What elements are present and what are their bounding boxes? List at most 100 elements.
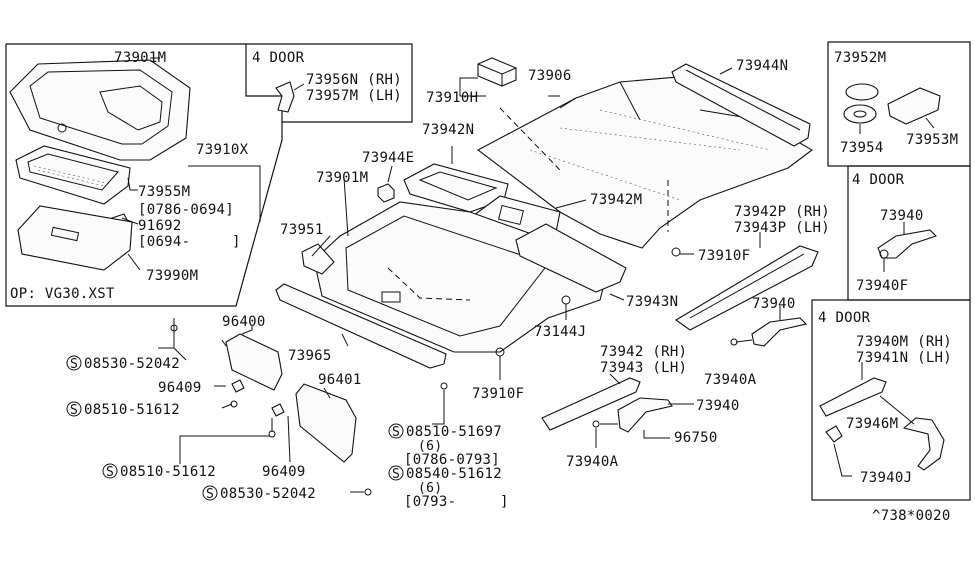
label-date-0694-close: ] — [232, 234, 241, 250]
part-73954-ring — [843, 104, 877, 124]
part-73946M-rail — [819, 377, 887, 417]
label-73910F-a: 73910F — [698, 248, 750, 264]
label-73943-lh: 73943 (LH) — [600, 360, 687, 376]
label-73941N: 73941N (LH) — [856, 350, 952, 366]
part-73940J-clip — [825, 425, 843, 443]
svg-text:S: S — [206, 487, 214, 502]
label-73901M-main: 73901M — [316, 170, 368, 186]
label-73906: 73906 — [528, 68, 572, 84]
label-08530-52042-b: 08530-52042 — [220, 486, 316, 502]
inset-4door-grip: 4 DOOR 73940 73940F — [847, 165, 971, 301]
part-73940-grip-a — [751, 317, 808, 347]
part-73940M-handle — [902, 417, 945, 471]
label-73940J: 73940J — [860, 470, 912, 486]
svg-text:S: S — [106, 465, 114, 480]
label-73910F-b: 73910F — [472, 386, 524, 402]
label-91692: 91692 — [138, 218, 182, 234]
label-73942P: 73942P (RH) — [734, 204, 830, 220]
svg-text:S: S — [70, 403, 78, 418]
label-73944N: 73944N — [736, 58, 788, 74]
label-73944E: 73944E — [362, 150, 414, 166]
label-96750: 96750 — [674, 430, 718, 446]
label-73942M: 73942M — [590, 192, 642, 208]
label-73990M: 73990M — [146, 268, 198, 284]
part-73951-rail — [301, 243, 335, 275]
part-73942-lower-rail — [541, 377, 641, 431]
main-assembly: 73910H 73906 73944N 73942N 73944E 73901M… — [275, 57, 830, 470]
label-qty-6-b: (6) — [418, 481, 442, 496]
part-73965-sill — [275, 283, 447, 369]
label-date-0786-0694: [0786-0694] — [138, 202, 234, 218]
label-73943N: 73943N — [626, 294, 678, 310]
inset-4door-c-header: 4 DOOR — [818, 310, 871, 326]
label-73952M: 73952M — [834, 50, 886, 66]
inset-4door-grab: 4 DOOR 73956N (RH) 73957M (LH) — [246, 43, 413, 123]
label-73940-a: 73940 — [752, 296, 796, 312]
label-date-0793-close: ] — [500, 494, 509, 510]
part-73940-4door-grip — [877, 229, 938, 259]
label-73953M: 73953M — [906, 132, 958, 148]
label-08530-52042-a: 08530-52042 — [84, 356, 180, 372]
label-date-0793-open: [0793- — [404, 494, 456, 510]
label-96401: 96401 — [318, 372, 362, 388]
part-73944E-pad — [377, 183, 395, 203]
label-73940A-a: 73940A — [704, 372, 757, 388]
label-73940A-b: 73940A — [566, 454, 619, 470]
label-73942-rh: 73942 (RH) — [600, 344, 687, 360]
svg-text:S: S — [392, 467, 400, 482]
label-96409-b: 96409 — [262, 464, 306, 480]
label-73946M: 73946M — [846, 416, 898, 432]
part-96401-visor — [295, 383, 357, 463]
part-96409-hinge-a — [231, 379, 245, 393]
label-qty-6-a: (6) — [418, 439, 442, 454]
label-96409-a: 96409 — [158, 380, 202, 396]
label-date-0786-0793: [0786-0793] — [404, 452, 500, 468]
label-73940-b: 73940 — [696, 398, 740, 414]
part-96400-visor — [225, 333, 283, 391]
diagram-code: ^738*0020 — [872, 508, 951, 524]
part-73942P-rail — [674, 245, 819, 331]
label-73901M-inset: 73901M — [114, 50, 166, 66]
part-73901M-sunroof-lining — [9, 59, 191, 161]
label-73965: 73965 — [288, 348, 332, 364]
label-08510-51612-b: 08510-51612 — [120, 464, 216, 480]
part-73956N-bracket — [275, 81, 295, 113]
inset-sunroof-frame — [5, 43, 283, 307]
label-73940M: 73940M (RH) — [856, 334, 952, 350]
clip-73910F-a — [671, 247, 681, 257]
S-circle-icon: S S S S S S — [66, 355, 404, 502]
inset-4door-assist: 4 DOOR 73940M (RH) 73941N (LH) 73946M 73… — [811, 299, 971, 501]
label-73951: 73951 — [280, 222, 324, 238]
inset-4door-b-header: 4 DOOR — [852, 172, 905, 188]
label-73957M: 73957M (LH) — [306, 88, 402, 104]
label-73954: 73954 — [840, 140, 884, 156]
svg-text:S: S — [392, 425, 400, 440]
label-73910H: 73910H — [426, 90, 478, 106]
label-option-note: OP: VG30.XST — [10, 286, 115, 302]
part-73943N-trim — [515, 223, 627, 293]
inset-4door-a-frame — [246, 43, 413, 123]
part-96409-hinge-b — [271, 403, 285, 417]
label-96400: 96400 — [222, 314, 266, 330]
label-73910X: 73910X — [196, 142, 249, 158]
label-73144J: 73144J — [534, 324, 586, 340]
part-73944N-rail — [671, 63, 811, 147]
label-08540-51612: 08540-51612 — [406, 466, 502, 482]
inset-4door-c-frame — [811, 299, 971, 501]
label-73940F: 73940F — [856, 278, 908, 294]
label-73943P: 73943P (LH) — [734, 220, 830, 236]
part-73940-grip-b — [617, 397, 673, 433]
inset-4door-a-header: 4 DOOR — [252, 50, 305, 66]
sun-visors: S S S S S S 96400 08530-52042 96409 0851… — [66, 314, 509, 510]
inset-sunroof: 73901M 73910X 73955M [0786-0694] 91692 [… — [5, 43, 283, 307]
svg-text:S: S — [70, 357, 78, 372]
label-73955M: 73955M — [138, 184, 190, 200]
inset-lamp: 73952M 73954 73953M — [827, 41, 971, 167]
label-08510-51612-a: 08510-51612 — [84, 402, 180, 418]
label-73956N: 73956N (RH) — [306, 72, 402, 88]
label-08510-51697: 08510-51697 — [406, 424, 502, 440]
label-73940-4door: 73940 — [880, 208, 924, 224]
part-73952M-cap — [845, 83, 879, 101]
part-73990M-mat — [17, 205, 133, 271]
